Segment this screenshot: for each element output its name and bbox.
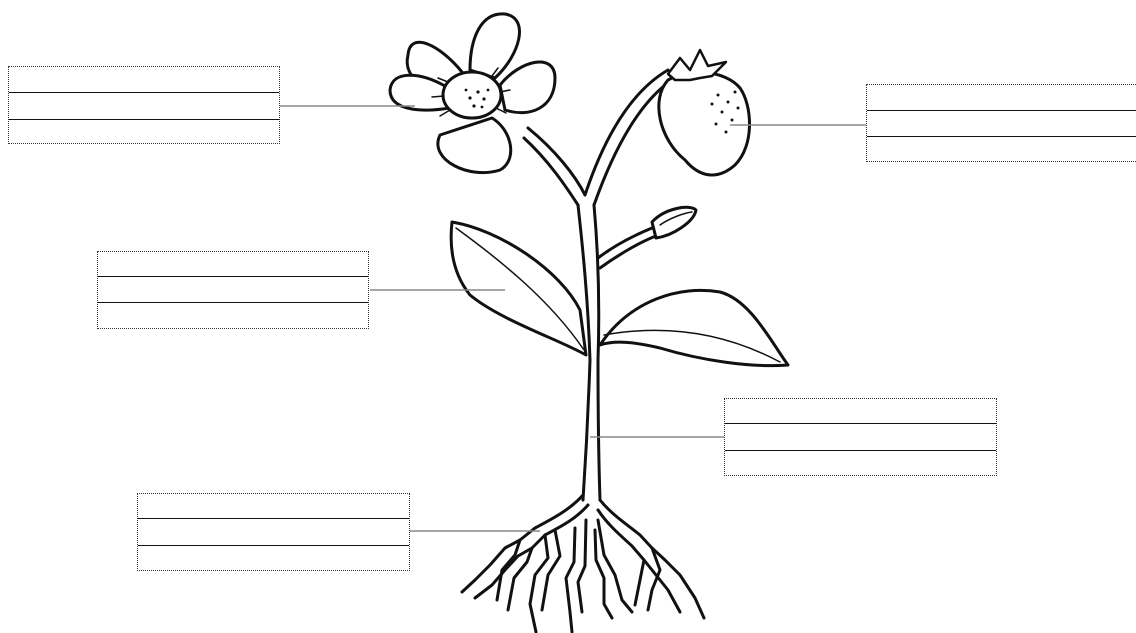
answer-line: [138, 545, 409, 546]
flower-icon: [390, 14, 555, 173]
label-box-stem: [724, 398, 997, 476]
answer-line: [725, 450, 996, 451]
label-input-flower-1[interactable]: [13, 69, 275, 91]
right-leaf-icon: [600, 290, 788, 365]
bud-icon: [598, 207, 696, 268]
label-input-stem-1[interactable]: [729, 401, 992, 423]
answer-line: [98, 276, 368, 277]
answer-line: [9, 92, 279, 93]
label-box-fruit: [866, 84, 1136, 162]
label-box-roots: [137, 493, 410, 571]
strawberry-icon: [659, 50, 750, 175]
label-input-stem-3[interactable]: [729, 453, 992, 475]
answer-line: [867, 110, 1136, 111]
label-input-fruit-2[interactable]: [871, 113, 1132, 135]
answer-line: [138, 518, 409, 519]
roots-icon: [462, 495, 704, 632]
leaf-icon: [451, 222, 586, 355]
label-input-roots-3[interactable]: [142, 548, 405, 570]
label-input-flower-3[interactable]: [13, 121, 275, 143]
label-input-leaf-3[interactable]: [102, 305, 364, 327]
label-input-roots-2[interactable]: [142, 521, 405, 543]
label-input-leaf-2[interactable]: [102, 279, 364, 301]
label-box-flower: [8, 66, 280, 144]
label-input-stem-2[interactable]: [729, 426, 992, 448]
label-box-leaf: [97, 251, 369, 329]
answer-line: [9, 119, 279, 120]
label-input-leaf-1[interactable]: [102, 254, 364, 276]
label-input-fruit-1[interactable]: [871, 87, 1132, 109]
label-input-fruit-3[interactable]: [871, 139, 1132, 161]
label-input-roots-1[interactable]: [142, 496, 405, 518]
answer-line: [725, 423, 996, 424]
label-input-flower-2[interactable]: [13, 95, 275, 117]
answer-line: [98, 302, 368, 303]
answer-line: [867, 136, 1136, 137]
